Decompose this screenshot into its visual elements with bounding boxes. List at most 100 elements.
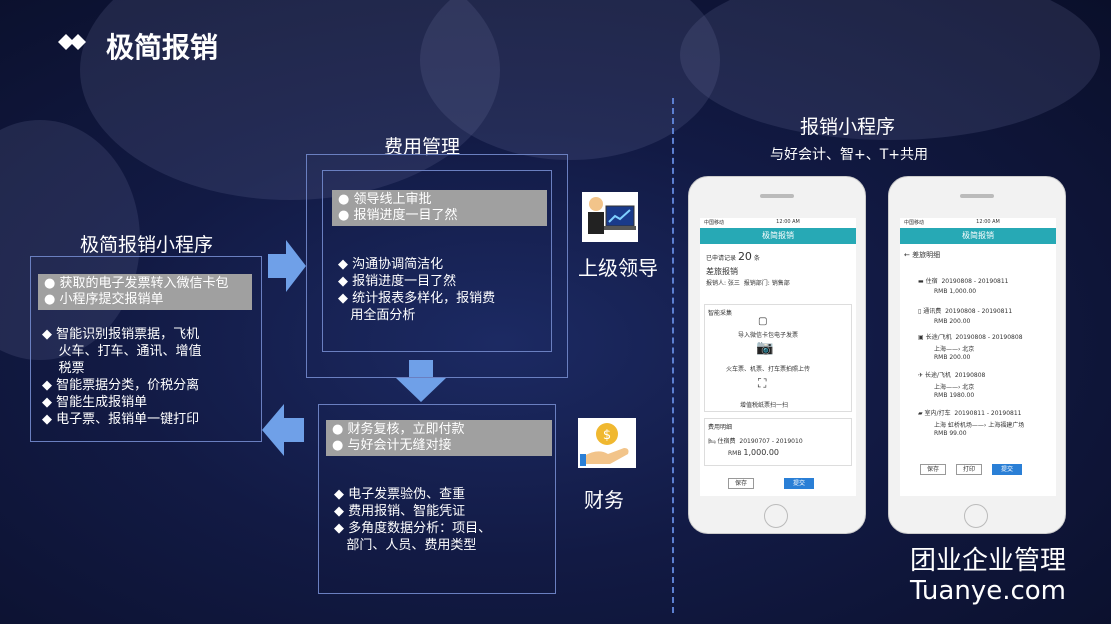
feature: 火车、打车、通讯、增值 — [58, 344, 202, 359]
arrow-left-icon — [262, 404, 304, 460]
middle-bottom-highlights: ● 财务复核，立即付款 ● 与好会计无缝对接 — [326, 420, 552, 456]
item-row: ▣ 长途/飞机 20190808 - 20190808 — [918, 334, 1023, 341]
item-amount: RMB 1980.00 — [934, 392, 975, 399]
count-label: 已申请记录 — [706, 255, 737, 262]
feature: 用全面分析 — [350, 308, 416, 323]
item-amount: RMB 200.00 — [934, 354, 971, 361]
feature: 费用报销、智能凭证 — [348, 504, 466, 519]
item-route: 上海——› 北京 — [934, 346, 975, 353]
highlight: 与好会计无缝对接 — [347, 438, 452, 453]
item-amount: RMB 200.00 — [934, 318, 971, 325]
wechat-import[interactable]: 导入微信卡包电子发票 — [738, 332, 799, 339]
arrow-right-icon — [268, 240, 306, 296]
carrier: 中国移动 — [904, 220, 925, 226]
dates: 20190707 - 2019010 — [739, 438, 803, 445]
middle-top-highlights: ● 领导线上审批 ● 报销进度一目了然 — [332, 190, 547, 226]
app-header: 极简报销 — [900, 228, 1056, 244]
dept: 报销部门: 销售部 — [743, 280, 790, 287]
diamond-icon — [58, 32, 94, 52]
phone-1-screen: 中国移动 12:00 AM 极简报销 已申请记录 20 条 差旅报销 报销人: 张… — [700, 218, 856, 496]
feature: 税票 — [58, 361, 85, 376]
feature: 统计报表多样化，报销费 — [352, 291, 496, 306]
smart-label: 智能采集 — [708, 310, 733, 317]
left-title: 极简报销小程序 — [80, 234, 214, 256]
phone-speaker — [960, 194, 994, 198]
arrow-down-icon — [396, 360, 446, 406]
count-unit: 条 — [753, 255, 760, 262]
item-route: 上海——› 北京 — [934, 384, 975, 391]
save-button[interactable]: 保存 — [728, 478, 754, 489]
middle-bottom-box — [318, 404, 556, 594]
ocr-upload[interactable]: 火车票、机票、打车票拍照上传 — [726, 366, 811, 373]
carrier: 中国移动 — [704, 220, 725, 226]
amount-label: RMB — [728, 450, 742, 457]
back-label: 差旅明细 — [912, 251, 941, 259]
submit-button[interactable]: 提交 — [784, 478, 814, 489]
phone-icon: ▯ — [918, 308, 922, 315]
scan-icon: ⛶ — [758, 376, 767, 390]
plane-icon: ✈ — [918, 372, 924, 379]
phone-2-screen: 中国移动 12:00 AM 极简报销 ← 差旅明细 ▬ 住宿 20190808 -… — [900, 218, 1056, 496]
home-button — [964, 504, 988, 528]
app-header: 极简报销 — [700, 228, 856, 244]
page-title: 极简报销 — [106, 31, 219, 64]
save-button[interactable]: 保存 — [920, 464, 946, 475]
leader-icon — [582, 192, 638, 242]
leader-label: 上级领导 — [578, 256, 658, 280]
item-row: ▯ 通讯费 20190808 - 20190811 — [918, 308, 1013, 315]
back-icon[interactable]: ← — [904, 251, 910, 259]
applicant: 报销人: 张三 — [706, 280, 740, 287]
feature: 报销进度一目了然 — [352, 274, 457, 289]
highlight: 报销进度一目了然 — [353, 208, 458, 223]
feature: 沟通协调简洁化 — [352, 257, 444, 272]
bed-icon: 🛏 — [708, 438, 716, 445]
left-highlight-2: 小程序提交报销单 — [59, 292, 164, 307]
right-title: 报销小程序 — [800, 116, 896, 138]
feature: 电子票、报销单一键打印 — [56, 412, 200, 427]
brand-cn: 团业企业管理 — [910, 546, 1067, 576]
right-subtitle: 与好会计、智+、T+共用 — [770, 147, 929, 163]
feature: 智能票据分类，价税分离 — [56, 378, 200, 393]
time: 12:00 AM — [776, 219, 800, 225]
highlight: 领导线上审批 — [353, 192, 432, 207]
left-highlight-1: 获取的电子发票转入微信卡包 — [59, 276, 229, 291]
item-amount: RMB 99.00 — [934, 430, 967, 437]
wechat-icon: ▢ — [758, 316, 768, 327]
phone-speaker — [760, 194, 794, 198]
feature: 智能识别报销票据，飞机 — [56, 327, 200, 342]
amount: 1,000.00 — [743, 448, 780, 457]
home-button — [764, 504, 788, 528]
car-icon: ▰ — [918, 410, 923, 417]
middle-outer-box — [306, 154, 568, 378]
left-features: ◆ 智能识别报销票据，飞机 火车、打车、通讯、增值 税票 ◆ 智能票据分类，价税… — [42, 327, 202, 427]
item-row: ▬ 住宿 20190808 - 20190811 — [918, 278, 1009, 285]
count: 20 — [737, 250, 752, 263]
report-title: 差旅报销 — [706, 267, 738, 276]
time: 12:00 AM — [976, 219, 1000, 225]
svg-text:$: $ — [603, 428, 611, 443]
feature: 智能生成报销单 — [56, 395, 148, 410]
finance-label: 财务 — [584, 488, 624, 512]
middle-title: 费用管理 — [384, 136, 461, 158]
feature: 多角度数据分析：项目、 — [348, 521, 492, 536]
train-icon: ▣ — [918, 334, 924, 341]
finance-icon: $ — [578, 418, 636, 468]
submit-button[interactable]: 提交 — [992, 464, 1022, 475]
hotel-icon: ▬ — [918, 278, 924, 285]
detail-label: 费用明细 — [708, 424, 733, 431]
middle-bottom-features: ◆ 电子发票验伪、查重 ◆ 费用报销、智能凭证 ◆ 多角度数据分析：项目、 部门… — [334, 487, 492, 553]
scan-label[interactable]: 增值税纸票扫一扫 — [740, 402, 789, 409]
feature: 电子发票验伪、查重 — [348, 487, 466, 502]
left-box — [30, 256, 262, 442]
brand-en: Tuanye.com — [910, 576, 1066, 606]
item-row: ✈ 长途/飞机 20190808 — [918, 372, 986, 379]
item-row: ▰ 室内/打车 20190811 - 20190811 — [918, 410, 1022, 417]
highlight: 财务复核，立即付款 — [347, 422, 465, 437]
hotel: 住宿费 — [717, 438, 736, 445]
item-amount: RMB 1,000.00 — [934, 288, 977, 295]
feature: 部门、人员、费用类型 — [346, 538, 477, 553]
middle-top-box — [322, 170, 552, 352]
print-button[interactable]: 打印 — [956, 464, 982, 475]
middle-top-features: ◆ 沟通协调简洁化 ◆ 报销进度一目了然 ◆ 统计报表多样化，报销费 用全面分析 — [338, 257, 496, 323]
divider — [672, 98, 674, 613]
